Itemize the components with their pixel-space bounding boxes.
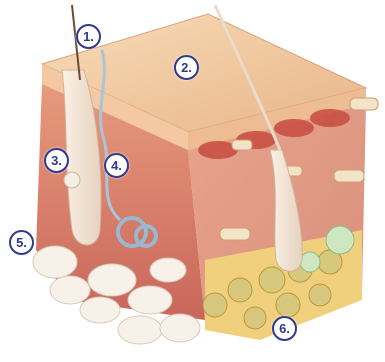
label-6-badge: 6. — [272, 316, 297, 341]
label-1-badge: 1. — [76, 24, 101, 49]
label-2-badge: 2. — [174, 55, 199, 80]
label-3-badge: 3. — [44, 148, 69, 173]
sebaceous-gland — [64, 172, 80, 188]
label-5-badge: 5. — [9, 230, 34, 255]
label-4-badge: 4. — [104, 153, 129, 178]
